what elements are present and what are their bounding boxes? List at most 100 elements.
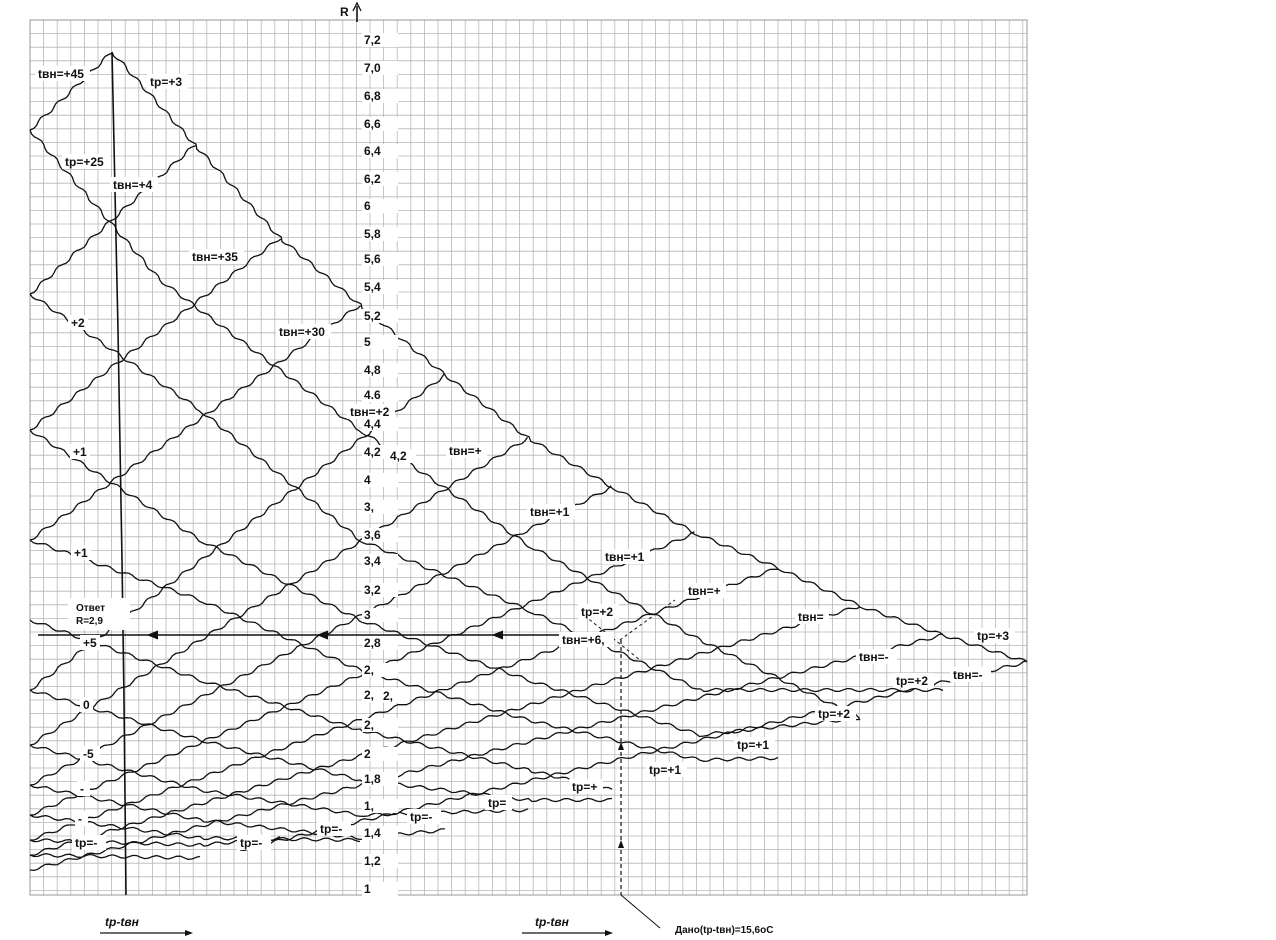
y-tick-label: 6 <box>364 199 371 213</box>
curve-label: tр=+ <box>572 780 597 794</box>
curve-label-bg <box>893 673 934 688</box>
curve-label: tвн=+45 <box>38 67 84 81</box>
y-tick-bg <box>362 663 398 677</box>
curve-label-bg <box>276 324 331 339</box>
curve-label: +1 <box>74 546 88 560</box>
curve-label: tр=+3 <box>977 629 1009 643</box>
nomogram-curve <box>29 436 529 746</box>
nomogram-curve <box>29 129 861 720</box>
curve-label: tр=+3 <box>150 75 182 89</box>
y-tick-labels: 7,27,06,86,66,46,265,85,65,45,254,84.64,… <box>362 33 416 896</box>
answer-arrowhead-3 <box>491 630 504 640</box>
y-tick-label: 4,2 <box>364 445 381 459</box>
curve-label: tвн=+1 <box>605 550 645 564</box>
curve-label: tр=- <box>320 822 342 836</box>
curve-label-bg <box>110 177 158 192</box>
curve-label: tвн=+1 <box>530 505 570 519</box>
y-tick-bg <box>362 280 398 294</box>
dashed-helper-2 <box>619 599 676 641</box>
curve-label: tвн=- <box>859 650 889 664</box>
curve-label-bg <box>80 635 100 650</box>
curve-label-bg <box>734 737 775 752</box>
curve-label: tвн=+30 <box>279 325 325 339</box>
y-tick-label-extra: 4,2 <box>390 449 407 463</box>
curve-label-bg <box>646 762 687 777</box>
y-tick-bg <box>362 117 398 131</box>
given-arrowhead-1 <box>618 742 624 750</box>
nomogram-curve <box>29 539 779 762</box>
nomogram-curve <box>111 51 1028 663</box>
curve-label-bg <box>485 795 512 810</box>
curve-label: tр=- <box>240 836 262 850</box>
y-tick-label: 3 <box>364 608 371 622</box>
nomogram-curve <box>239 659 1027 852</box>
y-tick-label: 3, <box>364 500 374 514</box>
given-leader-line <box>620 894 661 929</box>
y-tick-label: 4 <box>364 473 371 487</box>
y-tick-label: 2 <box>364 747 371 761</box>
y-tick-bg <box>362 61 398 75</box>
answer-label-bg <box>68 598 130 630</box>
r-axis-label: R <box>340 5 349 19</box>
curve-label-bg <box>347 404 395 419</box>
y-tick-bg <box>362 554 398 568</box>
curve-label-bg <box>80 746 100 761</box>
y-tick-bg <box>362 473 398 487</box>
y-tick-bg <box>362 33 398 47</box>
curve-label: +2 <box>71 316 85 330</box>
nomogram-curve <box>29 744 529 817</box>
curve-label-bg <box>974 628 1015 643</box>
curve-label-bg <box>795 609 829 624</box>
y-tick-label: 6,8 <box>364 89 381 103</box>
y-tick-label: 5,2 <box>364 309 381 323</box>
y-tick-bg <box>362 172 398 186</box>
curve-label: -5 <box>83 747 94 761</box>
y-tick-bg <box>362 500 398 514</box>
y-tick-bg <box>362 799 398 813</box>
x-arrow-right-head <box>605 930 613 936</box>
answer-arrowhead-1 <box>146 630 159 640</box>
y-tick-label: 7,0 <box>364 61 381 75</box>
y-tick-bg <box>362 417 398 431</box>
y-tick-label: 1 <box>364 882 371 896</box>
curve-label-bg <box>407 809 441 824</box>
y-tick-bg <box>362 882 398 896</box>
y-tick-bg <box>362 363 398 377</box>
y-tick-bg <box>362 227 398 241</box>
curve-label: tр=- <box>410 810 432 824</box>
curve-label: tр=+2 <box>896 674 928 688</box>
nomogram-curve <box>29 145 196 295</box>
r-axis-arrow-head <box>352 1 362 12</box>
y-tick-label: 6,4 <box>364 144 381 158</box>
curve-label: - <box>80 782 84 796</box>
y-tick-bg <box>362 854 398 868</box>
grid-border <box>29 19 1028 896</box>
nomogram-curve <box>29 429 861 738</box>
curve-label-bg <box>559 632 614 647</box>
curve-label-bg <box>527 504 575 519</box>
nomogram-curve <box>29 52 114 131</box>
curve-label: tвн=+ <box>688 584 721 598</box>
curve-label: tвн=- <box>953 668 983 682</box>
curve-label: tвн=+4 <box>113 178 153 192</box>
y-tick-bg <box>388 449 416 463</box>
curve-label-bg <box>237 835 271 850</box>
y-tick-label: 4,4 <box>364 417 381 431</box>
curve-label-bg <box>72 835 106 850</box>
y-tick-label: 1,2 <box>364 854 381 868</box>
y-tick-label: 1,8 <box>364 772 381 786</box>
answer-label-line2: R=2,9 <box>76 616 103 627</box>
y-tick-bg <box>362 309 398 323</box>
curve-labels: tвн=+45tр=+3tр=+25tвн=+4tвн=+35+2tвн=+30… <box>35 66 1015 850</box>
y-tick-bg <box>362 608 398 622</box>
y-tick-label-extra: 2, <box>383 689 393 703</box>
y-tick-bg <box>362 252 398 266</box>
nomogram-curve <box>29 238 282 431</box>
curve-label-bg <box>70 444 90 459</box>
grid <box>29 19 1028 896</box>
y-tick-label: 3,6 <box>364 528 381 542</box>
answer-arrowhead-2 <box>316 630 329 640</box>
y-tick-bg <box>381 689 409 703</box>
